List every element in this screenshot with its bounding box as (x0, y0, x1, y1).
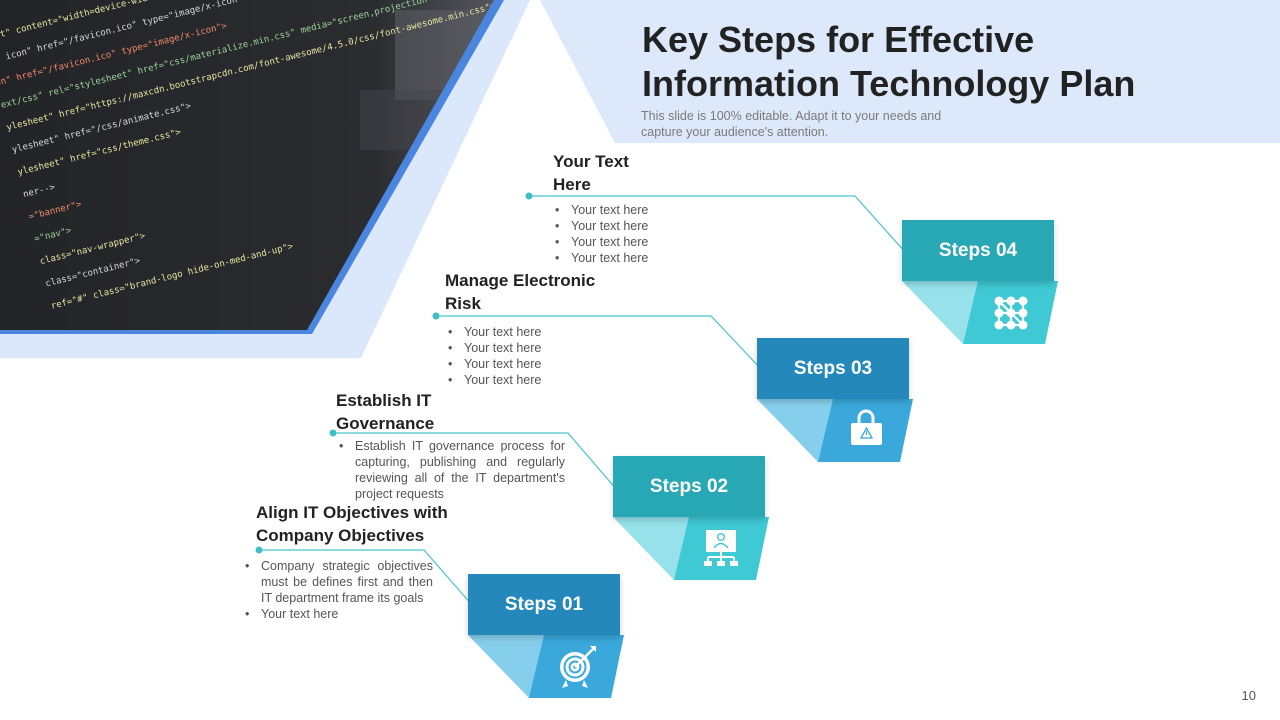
block-electronic-risk-heading: Manage Electronic Risk (445, 271, 596, 313)
list-item: Your text here (446, 324, 646, 340)
list-item: Your text here (446, 372, 646, 388)
block-governance-heading: Establish IT Governance (336, 391, 435, 433)
step-01-label: Steps 01 (468, 574, 620, 635)
lock-icon (851, 409, 882, 445)
list-item: Establish IT governance process for capt… (337, 438, 565, 502)
block-your-text-bullets: Your text here Your text here Your text … (553, 202, 753, 266)
step-04-label: Steps 04 (902, 220, 1054, 281)
header-graphic: port" content="width=device-width, initi… (0, 0, 530, 358)
list-item: Your text here (553, 218, 753, 234)
page-title: Key Steps for Effective Information Tech… (642, 19, 1136, 104)
page-number: 10 (1241, 688, 1256, 703)
step-03-label: Steps 03 (757, 338, 909, 399)
step-04-shape (902, 281, 1058, 344)
list-item: Your text here (446, 356, 646, 372)
step-03-shape (757, 399, 913, 462)
page-subtitle: This slide is 100% editable. Adapt it to… (641, 109, 942, 139)
block-align-bullets: Company strategic objectives must be def… (243, 558, 433, 622)
list-item: Your text here (553, 250, 753, 266)
block-your-text-heading: Your Text Here (553, 152, 629, 194)
presentation-icon (704, 530, 738, 566)
list-item: Your text here (553, 234, 753, 250)
target-icon (560, 646, 596, 688)
list-item: Your text here (243, 606, 433, 622)
step-01-shape (468, 635, 624, 698)
block-align-heading: Align IT Objectives with Company Objecti… (256, 503, 448, 545)
list-item: Your text here (553, 202, 753, 218)
block-electronic-risk-bullets: Your text here Your text here Your text … (446, 324, 646, 388)
list-item: Company strategic objectives must be def… (243, 558, 433, 606)
step-02-shape (613, 517, 769, 580)
network-icon (994, 296, 1028, 330)
list-item: Your text here (446, 340, 646, 356)
block-governance-bullets: Establish IT governance process for capt… (337, 438, 565, 502)
title-banner (540, 0, 1280, 143)
step-02-label: Steps 02 (613, 456, 765, 517)
